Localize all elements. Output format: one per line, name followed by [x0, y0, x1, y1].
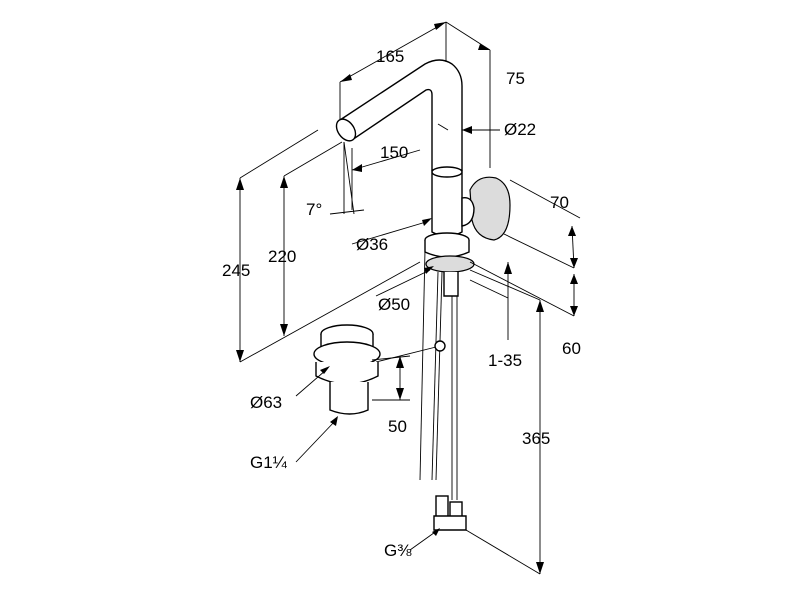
- waste-drain: [313, 324, 381, 415]
- dim-245: 245: [222, 261, 250, 280]
- drain-body: [329, 382, 369, 415]
- base-ring-body: [424, 240, 470, 258]
- popup-rod: [419, 249, 426, 481]
- popup-link: [375, 345, 441, 363]
- hose-left-2: [435, 271, 443, 481]
- popup-knob: [434, 340, 446, 352]
- spout-outlet: [335, 118, 357, 142]
- column-top: [431, 166, 463, 178]
- dim-365: 365: [522, 429, 550, 448]
- dim-150: 150: [380, 143, 408, 162]
- dim-dia-22: Ø22: [504, 120, 536, 139]
- dimension-labels: 165 75 Ø22 150 7° 245 220 Ø36 70 Ø50 1-3…: [222, 47, 581, 560]
- lever-handle: [469, 176, 511, 241]
- dim-dia-50: Ø50: [378, 295, 410, 314]
- fitting-nut: [433, 515, 467, 531]
- dim-70: 70: [550, 193, 569, 212]
- faucet: [335, 59, 511, 531]
- dim-7-degree: 7°: [306, 200, 322, 219]
- spout: [339, 59, 463, 171]
- dim-50: 50: [388, 417, 407, 436]
- dim-dia-63: Ø63: [250, 393, 282, 412]
- dim-75: 75: [506, 69, 525, 88]
- dim-220: 220: [268, 247, 296, 266]
- dim-dia-36: Ø36: [356, 235, 388, 254]
- mount-nut: [443, 272, 459, 297]
- drain-ring: [315, 362, 379, 385]
- thread-g3-8: G⅜: [384, 541, 412, 560]
- dim-165: 165: [376, 47, 404, 66]
- column: [431, 170, 463, 237]
- hose-left: [431, 271, 439, 481]
- dimension-lines: [236, 21, 581, 575]
- fitting-left: [435, 495, 449, 519]
- thread-g1-1-4: G1¼: [250, 453, 288, 472]
- dim-1-35: 1-35: [488, 351, 522, 370]
- base-plate: [425, 255, 475, 273]
- dim-60: 60: [562, 339, 581, 358]
- lever-hub: [461, 197, 475, 227]
